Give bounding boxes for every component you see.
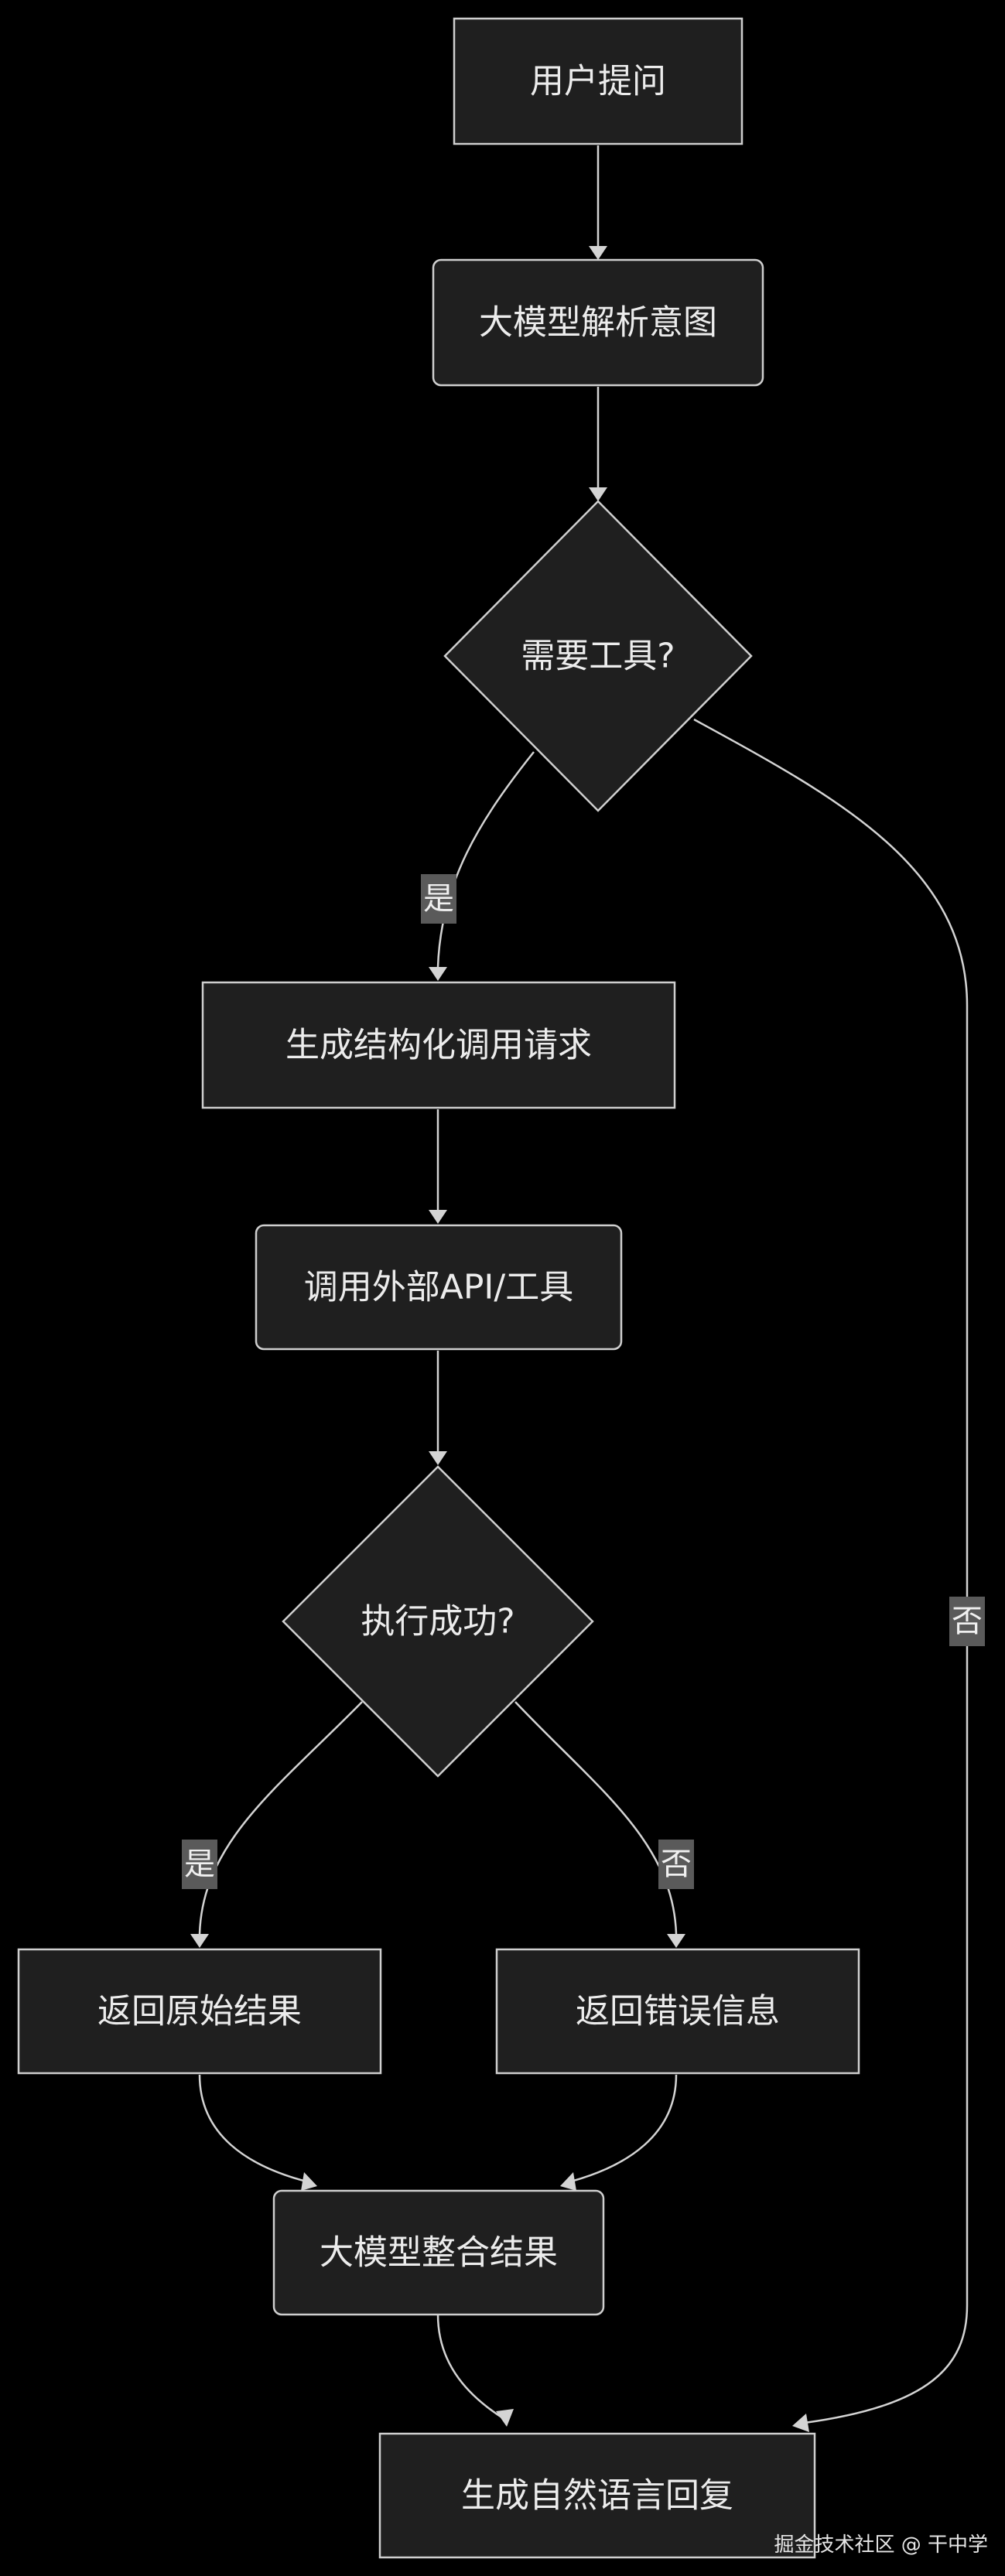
nodes: 用户提问 大模型解析意图 需要工具? 生成结构化调用请求 调用外部API/工具 … (17, 17, 860, 2559)
edge-exec-no (514, 1701, 678, 1935)
arrowhead (792, 2414, 809, 2432)
arrowhead (429, 1451, 447, 1465)
edge-labels: 是 否 是 否 (182, 874, 985, 1889)
node-gen-nl-reply: 生成自然语言回复 (378, 2432, 816, 2559)
edge-label-needtool-no: 否 (952, 1604, 983, 1639)
node-label: 执行成功? (361, 1602, 514, 1642)
node-return-error-info: 返回错误信息 (495, 1948, 860, 2075)
arrowhead (589, 246, 607, 260)
label-bg (182, 1840, 217, 1889)
node-llm-integrate-result: 大模型整合结果 (272, 2189, 605, 2316)
arrowhead (190, 1934, 209, 1948)
label-bg (658, 1840, 694, 1889)
edge-error-to-integrate (570, 2074, 678, 2183)
edges (190, 145, 969, 2432)
node-label: 生成自然语言回复 (461, 2476, 733, 2516)
edge-label-needtool-yes: 是 (423, 881, 454, 917)
node-need-tool-decision: 需要工具? (443, 500, 753, 812)
label-bg (949, 1597, 985, 1646)
edge-raw-to-integrate (198, 2074, 307, 2183)
node-user-question: 用户提问 (453, 17, 743, 145)
node-label: 生成结构化调用请求 (285, 1026, 592, 1065)
edge-needtool-no (693, 718, 969, 2424)
node-label: 大模型整合结果 (320, 2233, 558, 2273)
arrowhead (301, 2172, 317, 2191)
node-llm-parse-intent: 大模型解析意图 (432, 258, 764, 387)
node-label: 大模型解析意图 (479, 303, 717, 343)
node-gen-structured-call: 生成结构化调用请求 (201, 981, 676, 1109)
edge-label-exec-no: 否 (661, 1847, 692, 1882)
edge-exec-yes (198, 1701, 363, 1935)
edge-label-exec-yes: 是 (184, 1847, 215, 1882)
edge-integrate-to-reply (436, 2314, 504, 2420)
node-label: 用户提问 (530, 62, 666, 101)
arrowhead (560, 2172, 576, 2191)
node-call-external-api: 调用外部API/工具 (255, 1224, 623, 1351)
arrowhead (429, 1210, 447, 1224)
label-bg (421, 874, 456, 924)
arrowhead (496, 2409, 514, 2427)
edge-needtool-yes (436, 751, 535, 968)
node-label: 返回错误信息 (576, 1992, 780, 2031)
arrowhead (667, 1934, 685, 1948)
arrowhead (589, 487, 607, 501)
node-label: 需要工具? (521, 637, 675, 676)
node-label: 调用外部API/工具 (304, 1268, 573, 1307)
node-exec-success-decision: 执行成功? (282, 1465, 594, 1778)
node-label: 返回原始结果 (97, 1992, 302, 2031)
watermark: 掘金技术社区 @ 干中学 (774, 2533, 988, 2557)
arrowhead (429, 967, 447, 981)
node-return-raw-result: 返回原始结果 (17, 1948, 382, 2075)
